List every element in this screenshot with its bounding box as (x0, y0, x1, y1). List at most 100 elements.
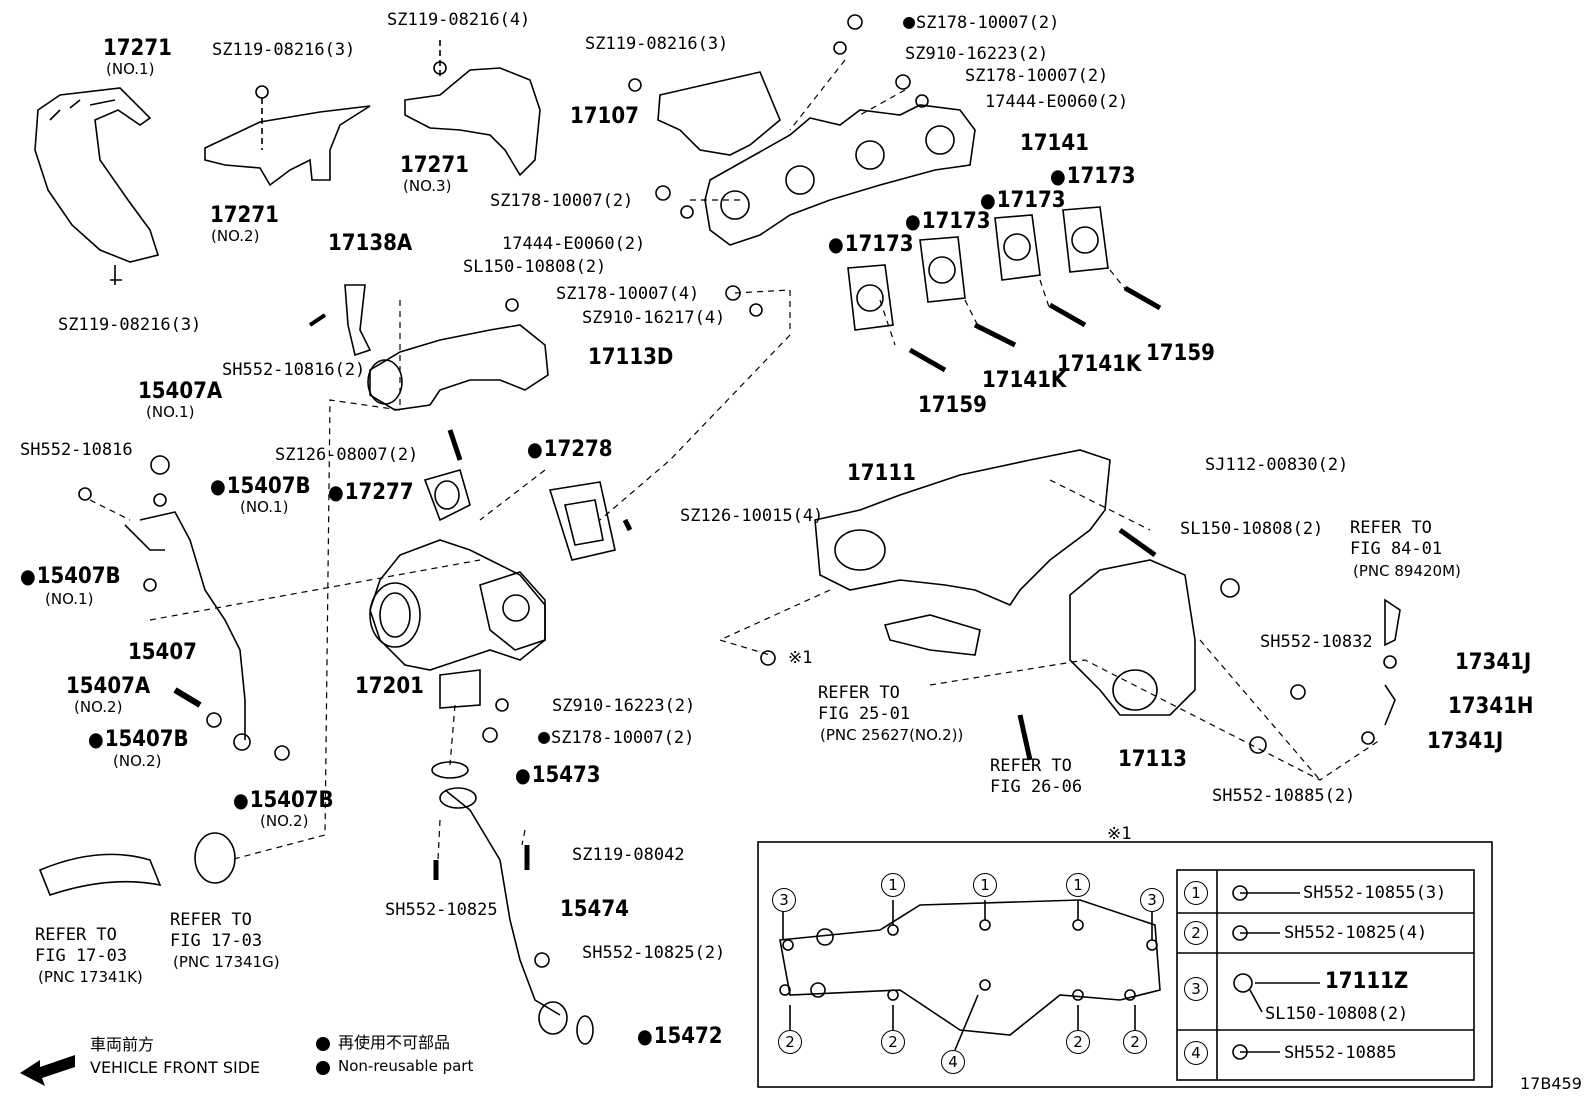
label-refer-17b[interactable]: REFER TO (170, 910, 252, 930)
label-17271-no2[interactable]: 17271 (210, 203, 279, 228)
label-sj112[interactable]: SJ112-00830(2) (1205, 455, 1349, 475)
inset-title: ※1 (1107, 824, 1132, 844)
label-17173-a[interactable]: 17173 (828, 234, 914, 256)
label-refer-26[interactable]: REFER TO (990, 756, 1072, 776)
label-refer-25-fig[interactable]: FIG 25-01 (818, 704, 911, 724)
label-17271-no1-sub: (NO.1) (106, 60, 155, 78)
inset-row2-part[interactable]: SH552-10825(4) (1284, 923, 1428, 943)
label-sz910-c[interactable]: SZ910-16223(2) (552, 696, 696, 716)
inset-circle-1c: 1 (1066, 873, 1090, 897)
label-17271-no3[interactable]: 17271 (400, 153, 469, 178)
label-15407[interactable]: 15407 (128, 640, 197, 665)
label-sh552-a[interactable]: SH552-10816(2) (222, 360, 366, 380)
label-17141[interactable]: 17141 (1020, 131, 1089, 156)
label-sh552-c[interactable]: SH552-10832 (1260, 632, 1373, 652)
label-sh552-e[interactable]: SH552-10825 (385, 900, 498, 920)
label-sz178-d[interactable]: SZ178-10007(4) (556, 284, 700, 304)
label-kome1-a[interactable]: ※1 (788, 648, 813, 668)
label-15407a-no1[interactable]: 15407A (138, 379, 223, 404)
label-17173-b[interactable]: 17173 (905, 211, 991, 233)
inset-circle-1a: 1 (881, 873, 905, 897)
label-sz178-b[interactable]: SZ178-10007(2) (965, 66, 1109, 86)
label-15474[interactable]: 15474 (560, 897, 629, 922)
label-sz119-c[interactable]: SZ119-08216(3) (585, 34, 729, 54)
label-15472[interactable]: 15472 (637, 1026, 723, 1048)
label-15407b-no2a-sub: (NO.2) (113, 752, 162, 770)
label-17173-c[interactable]: 17173 (980, 190, 1066, 212)
label-refer-84-fig[interactable]: FIG 84-01 (1350, 539, 1443, 559)
label-17201[interactable]: 17201 (355, 674, 424, 699)
label-refer-17a-pnc: (PNC 17341K) (38, 968, 143, 986)
inset-row1-num: 1 (1184, 881, 1208, 905)
label-refer-17b-fig[interactable]: FIG 17-03 (170, 931, 263, 951)
inset-row3-part[interactable]: 17111Z (1325, 969, 1409, 994)
inset-row2-num: 2 (1184, 921, 1208, 945)
figure-id: 17B459 (1520, 1074, 1582, 1093)
legend-front-jp: 車両前方 (90, 1035, 155, 1054)
label-17113d[interactable]: 17113D (588, 345, 674, 370)
label-17159-a[interactable]: 17159 (1146, 341, 1215, 366)
label-sz910-b[interactable]: SZ910-16217(4) (582, 308, 726, 328)
label-15473[interactable]: 15473 (515, 765, 601, 787)
label-sz119-b[interactable]: SZ119-08216(4) (387, 10, 531, 30)
heat-insulator-no3 (404, 67, 541, 177)
label-17271-no2-sub: (NO.2) (211, 227, 260, 245)
label-sz119-a[interactable]: SZ119-08216(3) (212, 40, 356, 60)
label-sh552-f[interactable]: SH552-10825(2) (582, 943, 726, 963)
label-17113[interactable]: 17113 (1118, 747, 1187, 772)
inset-row3-num: 3 (1184, 977, 1208, 1001)
inset-row3-part2[interactable]: SL150-10808(2) (1265, 1004, 1409, 1024)
label-sh552-b[interactable]: SH552-10816 (20, 440, 133, 460)
label-17138a[interactable]: 17138A (328, 231, 413, 256)
label-15407b-no1b[interactable]: 15407B (20, 566, 121, 588)
label-refer-25[interactable]: REFER TO (818, 683, 900, 703)
label-refer-17a-fig[interactable]: FIG 17-03 (35, 946, 128, 966)
label-sz126-b[interactable]: SZ126-10015(4) (680, 506, 824, 526)
label-sz910-a[interactable]: SZ910-16223(2) (905, 44, 1049, 64)
label-sz119-d[interactable]: SZ119-08216(3) (58, 315, 202, 335)
label-17107[interactable]: 17107 (570, 104, 639, 129)
label-refer-26-fig[interactable]: FIG 26-06 (990, 777, 1083, 797)
label-sz178-a[interactable]: SZ178-10007(2) (903, 11, 1059, 32)
inset-row4-part[interactable]: SH552-10885 (1284, 1043, 1397, 1063)
label-sh552-d[interactable]: SH552-10885(2) (1212, 786, 1356, 806)
label-refer-17b-pnc: (PNC 17341G) (173, 953, 280, 971)
inset-box (757, 841, 1493, 1088)
label-17341j-b[interactable]: 17341J (1427, 729, 1504, 754)
intake-housing-17111 (814, 449, 1111, 606)
label-17444-a[interactable]: 17444-E0060(2) (985, 92, 1129, 112)
inset-circle-2a: 2 (778, 1030, 802, 1054)
label-refer-84[interactable]: REFER TO (1350, 518, 1432, 538)
label-17444-b[interactable]: 17444-E0060(2) (502, 234, 646, 254)
label-15407b-no2a[interactable]: 15407B (88, 729, 189, 751)
oil-pipe-15407 (139, 511, 246, 740)
label-sz126-a[interactable]: SZ126-08007(2) (275, 445, 419, 465)
label-17141k-a[interactable]: 17141K (982, 368, 1067, 393)
label-17341h[interactable]: 17341H (1448, 694, 1534, 719)
inset-row1-part[interactable]: SH552-10855(3) (1303, 883, 1447, 903)
label-sz178-c[interactable]: SZ178-10007(2) (490, 191, 634, 211)
label-17173-d[interactable]: 17173 (1050, 166, 1136, 188)
legend-front-en: VEHICLE FRONT SIDE (90, 1058, 261, 1077)
heat-insulator-no1 (34, 87, 160, 263)
label-17111[interactable]: 17111 (847, 461, 916, 486)
heat-insulator-17107 (657, 71, 781, 156)
label-17271-no1[interactable]: 17271 (103, 36, 172, 61)
label-17141k-b[interactable]: 17141K (1057, 352, 1142, 377)
label-17159-b[interactable]: 17159 (918, 393, 987, 418)
label-sl150-a[interactable]: SL150-10808(2) (463, 257, 607, 277)
label-sz178-e[interactable]: SZ178-10007(2) (538, 726, 694, 747)
inset-row4-num: 4 (1184, 1041, 1208, 1065)
front-arrow (20, 1055, 75, 1086)
label-15407b-no2b[interactable]: 15407B (233, 790, 334, 812)
label-sl150-b[interactable]: SL150-10808(2) (1180, 519, 1324, 539)
label-17341j-a[interactable]: 17341J (1455, 650, 1532, 675)
legend-nonreuse-en: Non-reusable part (338, 1057, 474, 1075)
label-sz119-e[interactable]: SZ119-08042 (572, 845, 685, 865)
label-refer-17a[interactable]: REFER TO (35, 925, 117, 945)
label-refer-25-pnc: (PNC 25627(NO.2)) (820, 726, 964, 744)
label-17277[interactable]: 17277 (328, 482, 414, 504)
label-15407a-no2[interactable]: 15407A (66, 674, 151, 699)
label-15407b-no1a[interactable]: 15407B (210, 476, 311, 498)
label-17278[interactable]: 17278 (527, 439, 613, 461)
